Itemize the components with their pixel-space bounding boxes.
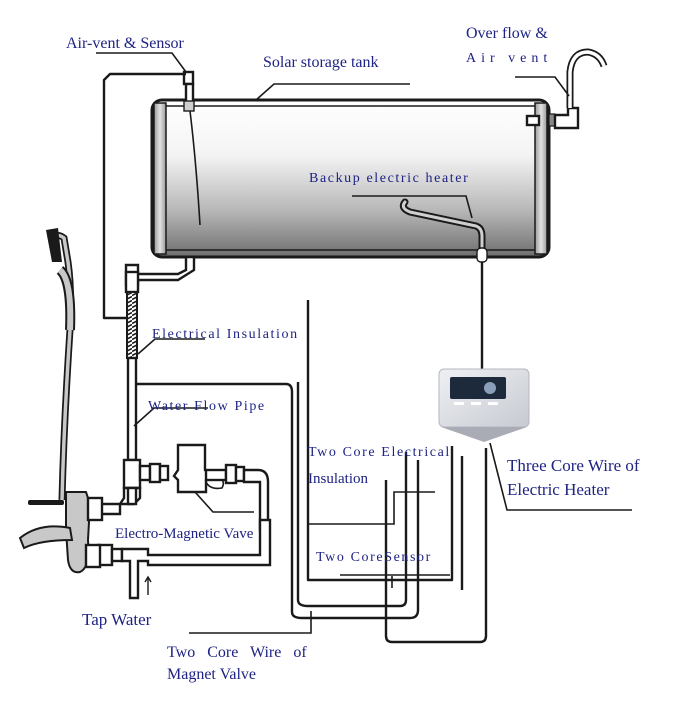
air-vent-sensor-fitting	[182, 70, 201, 226]
electro-magnetic-valve-assembly	[98, 443, 270, 532]
label-air-vent-sensor: Air-vent & Sensor	[66, 35, 184, 52]
label-three-core-wire-line1: Three Core Wire of	[507, 456, 640, 475]
controller-unit	[438, 368, 530, 442]
label-electrical-insulation: Electrical Insulation	[152, 327, 299, 342]
label-two-core-electrical-line1: Two Core Electrical	[308, 445, 451, 460]
label-two-core-electrical-line2: Insulation	[308, 471, 368, 487]
label-backup-electric-heater: Backup electric heater	[309, 171, 470, 186]
label-two-core-wire-line2: Magnet Valve	[167, 666, 257, 683]
label-three-core-wire-line2: Electric Heater	[507, 480, 610, 499]
wiring	[136, 262, 488, 644]
electrical-insulation-coil	[126, 291, 138, 359]
controller-display	[450, 377, 506, 399]
label-two-core-sensor: Two CoreSensor	[316, 550, 432, 565]
label-water-flow-pipe: Water Flow Pipe	[148, 399, 266, 414]
label-tap-water: Tap Water	[82, 610, 152, 629]
label-electro-magnetic-valve: Electro-Magnetic Vave	[115, 526, 254, 542]
label-overflow-line1: Over flow &	[466, 25, 548, 42]
tap-water-inlet	[96, 518, 272, 600]
sensor-wire	[102, 72, 186, 320]
shower-mixer	[18, 228, 104, 574]
label-two-core-wire-line1: Two Core Wire of	[167, 644, 307, 661]
leader-lines	[96, 52, 632, 634]
label-overflow-line2: Air vent	[466, 51, 553, 66]
backup-electric-heater-element	[399, 198, 488, 263]
overflow-air-vent-pipe	[525, 48, 608, 130]
label-solar-storage-tank: Solar storage tank	[263, 54, 379, 71]
tank-outlet-pipe	[124, 255, 196, 462]
